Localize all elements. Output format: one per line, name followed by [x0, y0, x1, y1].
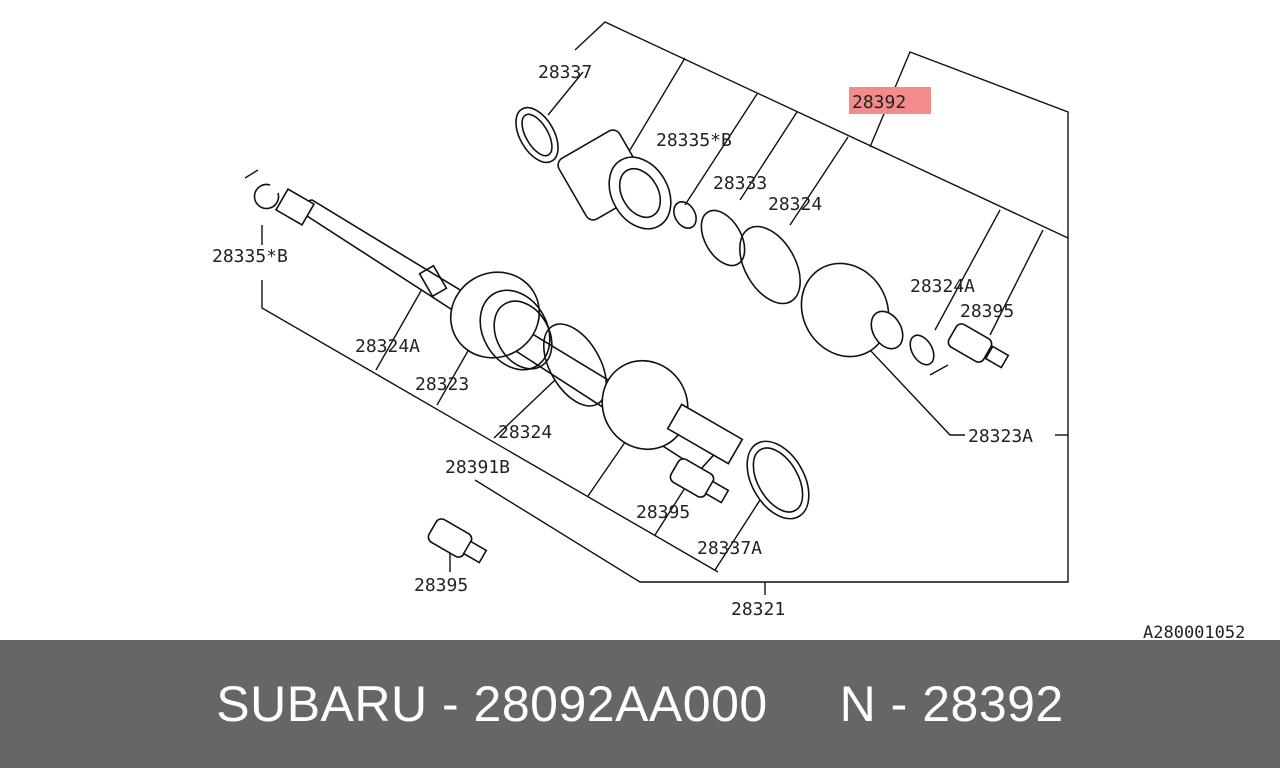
label-28391b: 28391B — [445, 457, 510, 478]
dust-cap-right — [947, 323, 1010, 369]
band-28324-top — [739, 225, 801, 305]
seal-ring-top — [515, 106, 559, 164]
outer-joint-boot — [449, 271, 553, 371]
highlight-28392 — [849, 87, 931, 114]
part-number-caption: SUBARU - 28092AA000 N - 28392 — [216, 676, 1064, 732]
dust-cap-bottom — [427, 518, 488, 564]
label-28333: 28333 — [713, 173, 767, 194]
clamp-28324a-left — [418, 264, 448, 298]
label-28323: 28323 — [415, 374, 469, 395]
label-28395-bottom: 28395 — [414, 575, 468, 596]
footer-bar: SUBARU - 28092AA000 N - 28392 — [0, 640, 1280, 768]
clamp-28324a-right — [909, 334, 949, 376]
label-28335b-top: 28335*B — [656, 130, 732, 151]
label-28324a-left: 28324A — [355, 336, 420, 357]
dust-cap-mid — [669, 458, 730, 504]
seal-ring-lower — [746, 440, 810, 520]
label-28324-mid: 28324 — [498, 422, 552, 443]
ring-28333 — [700, 209, 746, 267]
circlip-left — [244, 169, 280, 210]
label-28337a: 28337A — [697, 538, 762, 559]
label-28395-right: 28395 — [960, 301, 1014, 322]
label-28321: 28321 — [731, 599, 785, 620]
label-28335b-left: 28335*B — [212, 246, 288, 267]
label-28337: 28337 — [538, 62, 592, 83]
parts-diagram: 28337 28335*B 28333 28324 28392 28324A 2… — [212, 21, 1245, 640]
label-28395-mid: 28395 — [636, 502, 690, 523]
band-ring-mid — [542, 323, 608, 407]
label-28324-top: 28324 — [768, 194, 822, 215]
catalog-code: A280001052 — [1143, 623, 1245, 640]
label-28323a: 28323A — [968, 426, 1033, 447]
outer-race-top — [557, 129, 672, 230]
inner-boot-lower — [601, 359, 744, 465]
inner-boot-28323a — [800, 262, 904, 358]
snap-ring-top — [673, 201, 697, 229]
label-28324a-right: 28324A — [910, 276, 975, 297]
label-28392[interactable]: 28392 — [852, 92, 906, 113]
